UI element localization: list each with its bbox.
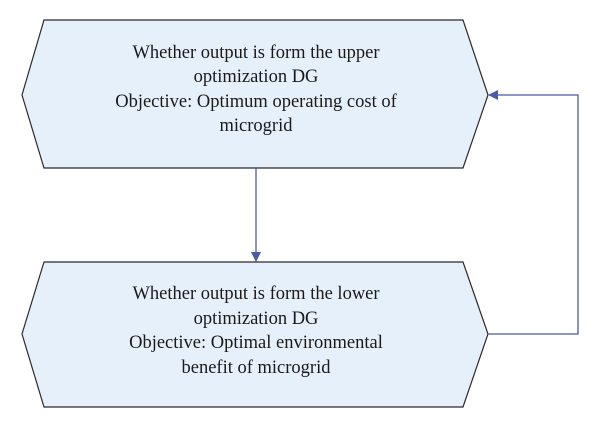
upper-node-line-3: Objective: Optimum operating cost of [115,92,397,112]
lower-node: Whether output is form the lower optimiz… [21,261,489,408]
lower-node-line-4: benefit of microgrid [182,358,332,378]
lower-node-line-2: optimization DG [194,309,319,329]
lower-node-line-1: Whether output is form the lower [132,284,379,304]
upper-node: Whether output is form the upper optimiz… [21,19,489,169]
upper-node-shape [21,19,489,169]
feedback-loop-arrow [488,90,579,335]
upper-node-line-2: optimization DG [194,67,319,87]
lower-node-line-3: Objective: Optimal environmental [129,333,383,353]
upper-node-line-4: microgrid [220,116,294,136]
upper-node-line-1: Whether output is form the upper [132,43,379,63]
lower-node-shape [21,261,489,408]
